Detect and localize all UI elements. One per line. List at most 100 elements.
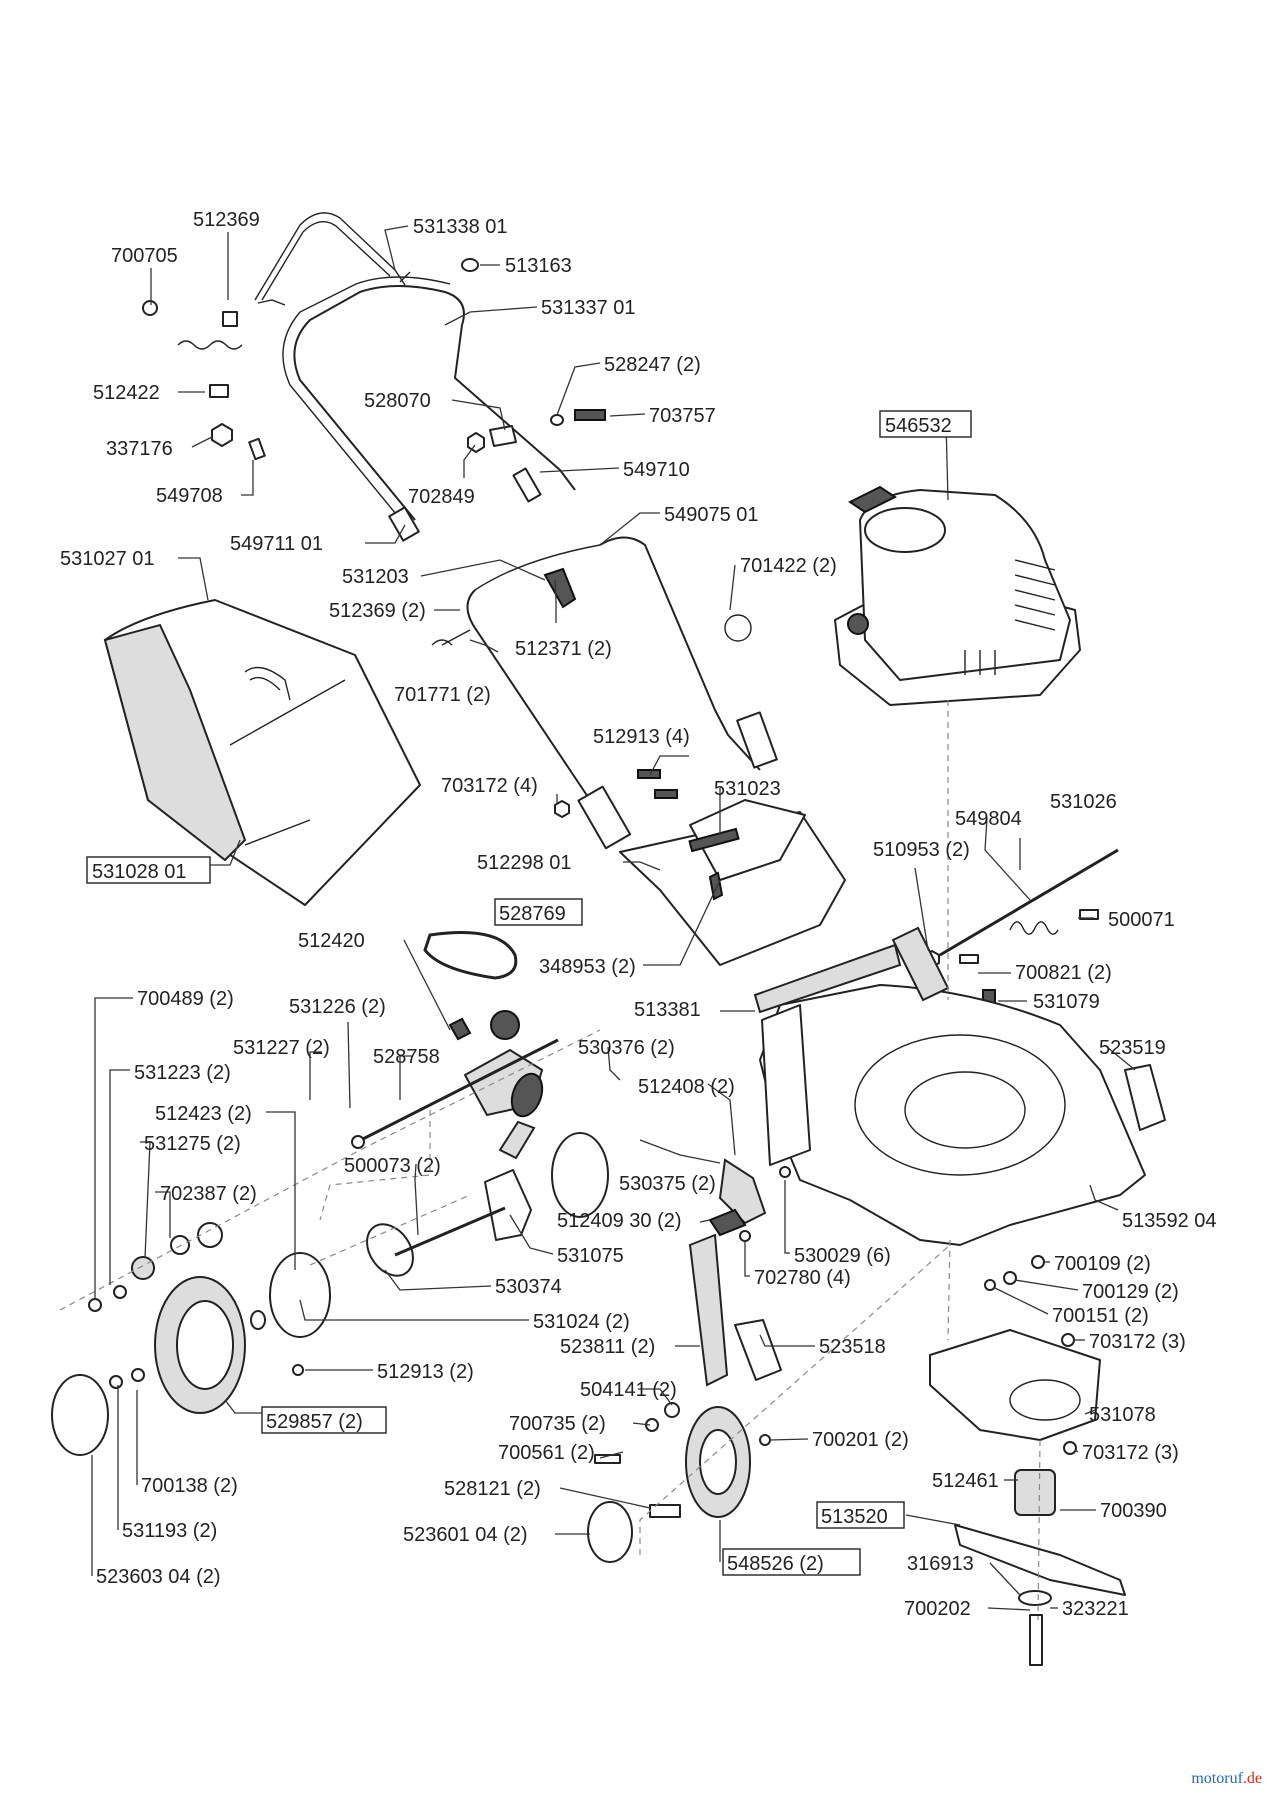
label-l41: 528758 xyxy=(373,1046,440,1068)
cable-lever xyxy=(543,567,577,609)
label-l20: 512369 (2) xyxy=(329,600,426,622)
label-l78: 523601 04 (2) xyxy=(403,1524,528,1546)
label-l51: 512409 30 (2) xyxy=(557,1210,682,1232)
spring xyxy=(177,340,243,350)
label-l09: 703757 xyxy=(649,405,716,427)
gearbox-bracket xyxy=(484,1169,532,1241)
lower-handle-frame xyxy=(466,536,761,841)
label-l15: 549075 01 xyxy=(664,504,759,526)
label-l01: 512369 xyxy=(193,209,260,231)
label-l36: 531079 xyxy=(1033,991,1100,1013)
washer-700201 xyxy=(759,1434,771,1446)
mower-deck xyxy=(759,984,1146,1246)
bolt-700821 xyxy=(959,954,979,964)
knob-screw xyxy=(142,300,158,316)
label-l24: 703172 (4) xyxy=(441,775,538,797)
lower-handle-crossbar xyxy=(474,544,601,591)
clip-530029 xyxy=(779,1166,791,1178)
label-l46: 512423 (2) xyxy=(155,1103,252,1125)
label-l16: 549711 01 xyxy=(230,533,323,555)
label-l83: 323221 xyxy=(1062,1598,1129,1620)
screw-702780 xyxy=(739,1230,751,1242)
label-l06: 528247 (2) xyxy=(604,354,701,376)
deck-bowl xyxy=(854,1034,1066,1176)
rear-lever-523811 xyxy=(688,1233,729,1387)
label-l30: 531028 01 xyxy=(92,861,187,883)
label-l67: 529857 (2) xyxy=(266,1411,363,1433)
label-box-l79 xyxy=(722,1548,861,1576)
lower-handle-plate-left xyxy=(577,785,632,850)
engine-handle-pull xyxy=(848,485,897,514)
handle-lower-end xyxy=(388,506,420,542)
label-l02: 531338 01 xyxy=(413,216,508,238)
label-l40: 531227 (2) xyxy=(233,1037,330,1059)
spring-530376 xyxy=(510,1072,544,1118)
label-l05: 531337 01 xyxy=(541,297,636,319)
label-l12: 549708 xyxy=(156,485,223,507)
main-handle-frame xyxy=(293,285,576,521)
nut-703172-b xyxy=(1061,1333,1075,1347)
label-l11: 549710 xyxy=(623,459,690,481)
bush-531223b xyxy=(250,1310,266,1330)
drive-belt xyxy=(423,931,518,980)
label-box-l75 xyxy=(816,1501,905,1529)
label-l58: 700129 (2) xyxy=(1082,1281,1179,1303)
label-l26: 549804 xyxy=(955,808,1022,830)
deck-rear-strip xyxy=(753,943,902,1014)
cable-nut xyxy=(211,423,233,447)
label-l17: 531027 01 xyxy=(60,548,155,570)
label-l70: 700561 (2) xyxy=(498,1442,595,1464)
upper-handle-bar-inner xyxy=(261,220,391,301)
washer-316913 xyxy=(1018,1590,1052,1606)
label-l69: 700201 (2) xyxy=(812,1429,909,1451)
nut-703172-a xyxy=(554,800,570,818)
hubcap-523601 xyxy=(587,1501,633,1563)
height-lever xyxy=(718,1158,767,1225)
blade-guard-531078 xyxy=(929,1329,1101,1441)
label-l28: 510953 (2) xyxy=(873,839,970,861)
bush-702387 xyxy=(170,1235,190,1255)
axle-spring xyxy=(1009,921,1059,935)
label-l82: 700202 xyxy=(904,1598,971,1620)
blade-513520 xyxy=(954,1524,1126,1596)
hub-washer-b xyxy=(131,1368,145,1382)
label-l08: 528070 xyxy=(364,390,431,412)
label-l71: 703172 (3) xyxy=(1082,1442,1179,1464)
label-box-l14 xyxy=(879,410,972,438)
bush-512423 xyxy=(197,1222,223,1248)
rear-bracket-523518 xyxy=(734,1319,782,1381)
label-l29: 512298 01 xyxy=(477,852,572,874)
label-l39: 531226 (2) xyxy=(289,996,386,1018)
bolt-500071 xyxy=(1079,909,1099,920)
clip-528070 xyxy=(489,425,517,447)
label-box-l32 xyxy=(494,898,583,926)
washer-700151 xyxy=(984,1279,996,1291)
drive-pinion xyxy=(498,1120,536,1160)
nut-702849 xyxy=(467,432,485,453)
washer-700489 xyxy=(88,1298,102,1312)
wheel-disc-531024 xyxy=(269,1252,331,1338)
gear-531275 xyxy=(131,1256,155,1280)
label-l72: 512461 xyxy=(932,1470,999,1492)
label-l55: 700109 (2) xyxy=(1054,1253,1151,1275)
rear-axle-rod xyxy=(939,848,1119,957)
rear-flap xyxy=(619,811,846,966)
label-l31: 500071 xyxy=(1108,909,1175,931)
label-l63: 703172 (3) xyxy=(1089,1331,1186,1353)
rear-flap-top xyxy=(689,799,806,881)
label-l62: 523518 xyxy=(819,1336,886,1358)
grass-catcher-bag xyxy=(103,623,247,862)
part-labels: 512369 531338 01 700705 513163 531337 01… xyxy=(60,209,1217,1620)
cable-adjuster xyxy=(512,467,542,503)
washer-513163 xyxy=(461,258,479,272)
label-l79: 548526 (2) xyxy=(727,1553,824,1575)
hubcap-523603 xyxy=(51,1374,109,1456)
blade-adapter-512461 xyxy=(1014,1469,1056,1516)
leader-lines xyxy=(91,225,1136,1611)
drive-disc-530375 xyxy=(551,1132,609,1218)
label-l21: 512371 (2) xyxy=(515,638,612,660)
rear-flap-grip xyxy=(688,827,740,853)
watermark-logo: motoruf.de xyxy=(1191,1770,1262,1787)
label-box-l67 xyxy=(261,1406,387,1434)
label-l50: 702387 (2) xyxy=(160,1183,257,1205)
